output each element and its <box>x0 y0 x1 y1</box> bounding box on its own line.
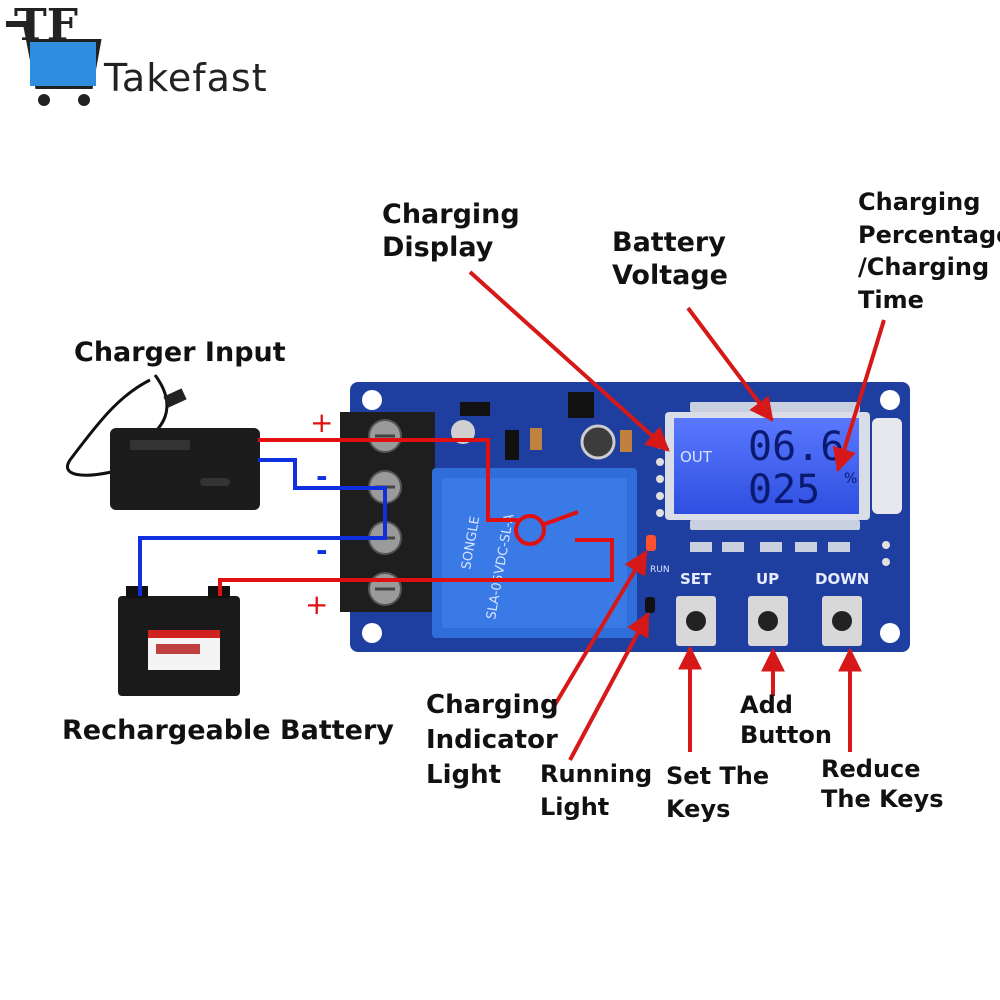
svg-text:RUN: RUN <box>650 565 670 575</box>
callout-arrows <box>468 270 886 761</box>
down-silk: DOWN <box>815 570 869 588</box>
set-key[interactable] <box>676 596 716 646</box>
relay: SONGLE SLA-05VDC-SL-A <box>432 468 637 638</box>
lcd-display: OUT 06.6 V 025 % <box>665 412 902 520</box>
plus-mark-bottom: + <box>305 588 328 621</box>
logo-wordmark: Takefast <box>104 56 268 100</box>
minus-mark-top: - <box>316 460 328 493</box>
label-set-keys: Set The Keys <box>666 762 770 823</box>
cart-basket-icon <box>30 42 96 86</box>
plus-mark-top: + <box>310 406 333 439</box>
svg-text:%: % <box>844 471 857 487</box>
label-rechargeable-battery: Rechargeable Battery <box>62 715 394 746</box>
lcd-voltage: 06.6 <box>748 424 844 470</box>
label-add-button: Add Button <box>740 691 832 750</box>
lcd-percent: 025 <box>748 467 820 513</box>
label-charging-indicator: Charging Indicator Light <box>426 690 559 790</box>
up-silk: UP <box>756 570 779 588</box>
lcd-out-label: OUT <box>680 448 713 466</box>
down-button[interactable] <box>822 596 862 646</box>
minus-mark-bottom: - <box>316 534 328 567</box>
label-running-light: Running Light <box>540 760 653 821</box>
charger-adapter <box>66 374 260 510</box>
takefast-logo: TF <box>6 0 102 106</box>
set-silk: SET <box>680 570 712 588</box>
label-charging-display: Charging Display <box>382 199 520 264</box>
wiring <box>138 438 614 596</box>
label-reduce-keys: Reduce The Keys <box>821 755 944 814</box>
logo-letters: TF <box>14 0 78 51</box>
label-charging-percentage: Charging Percentage /Charging Time <box>858 188 1000 314</box>
charging-indicator-led <box>646 535 656 551</box>
label-battery-voltage: Battery Voltage <box>612 227 728 292</box>
label-charger-input: Charger Input <box>74 337 286 368</box>
running-led <box>645 597 655 613</box>
up-button[interactable] <box>748 596 788 646</box>
rechargeable-battery <box>118 586 240 696</box>
